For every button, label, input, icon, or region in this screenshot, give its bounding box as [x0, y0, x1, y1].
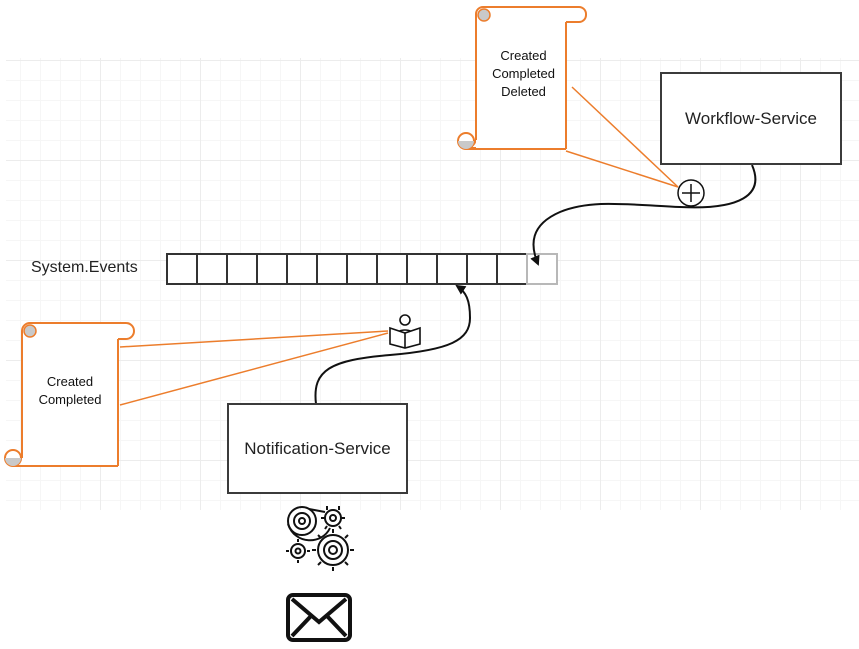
- notification-events-list: Created Completed: [22, 373, 118, 409]
- queue-cell: [496, 253, 528, 285]
- workflow-events-list: Created Completed Deleted: [476, 47, 571, 101]
- gears-icon: [286, 506, 354, 571]
- envelope-icon: [286, 593, 352, 642]
- workflow-service-box[interactable]: Workflow-Service: [660, 72, 842, 165]
- queue-cell-pending: [526, 253, 558, 285]
- workflow-event-completed: Completed: [492, 66, 555, 81]
- workflow-events-scroll: [457, 6, 587, 150]
- queue-cell: [166, 253, 198, 285]
- reader-icon: [389, 314, 421, 349]
- queue-cell: [346, 253, 378, 285]
- plus-circle-icon: [677, 179, 705, 207]
- notification-event-completed: Completed: [38, 392, 102, 407]
- notification-scroll-connector-bottom: [119, 332, 389, 406]
- queue-cell: [436, 253, 468, 285]
- notification-events-scroll: [4, 322, 135, 467]
- queue-cell: [196, 253, 228, 285]
- publish-arrow: [530, 164, 757, 266]
- queue-cell: [376, 253, 408, 285]
- workflow-service-label: Workflow-Service: [685, 108, 817, 128]
- consume-arrow: [314, 284, 472, 405]
- notification-service-box[interactable]: Notification-Service: [227, 403, 408, 494]
- topic-label: System.Events: [31, 259, 138, 276]
- workflow-scroll-connector-bottom: [565, 150, 679, 188]
- event-queue: [166, 253, 558, 285]
- queue-cell: [316, 253, 348, 285]
- notification-event-created: Created: [46, 374, 94, 389]
- queue-cell: [286, 253, 318, 285]
- notification-scroll-connector-top: [119, 330, 389, 348]
- queue-cell: [256, 253, 288, 285]
- workflow-event-created: Created: [500, 48, 547, 63]
- queue-cell: [226, 253, 258, 285]
- queue-cell: [406, 253, 438, 285]
- notification-service-label: Notification-Service: [244, 438, 391, 458]
- workflow-event-deleted: Deleted: [501, 84, 546, 99]
- queue-cell: [466, 253, 498, 285]
- workflow-scroll-connector-top: [571, 86, 679, 188]
